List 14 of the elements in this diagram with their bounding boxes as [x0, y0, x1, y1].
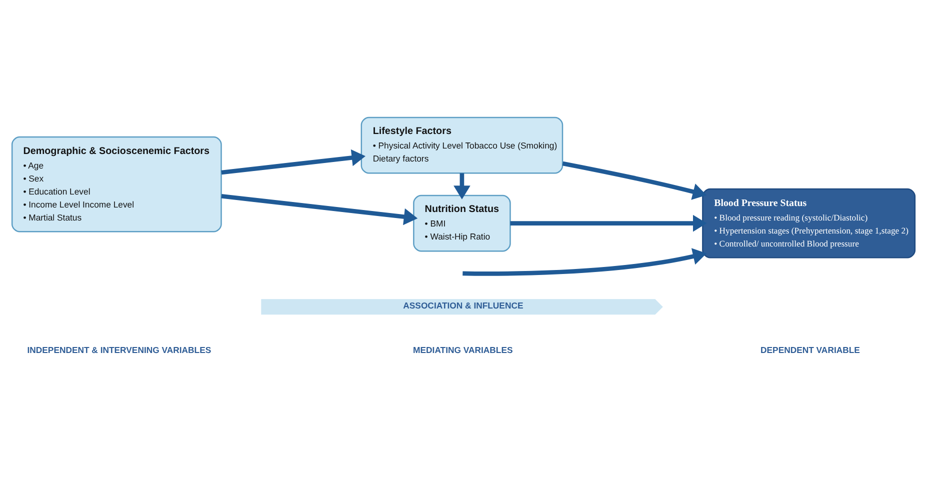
node-box: Lifestyle Factors • Physical Activity Level Tobacco Use (Smoking) Dietary factors	[360, 116, 564, 174]
label: INDEPENDENT & INTERVENING VARIABLES	[27, 345, 212, 356]
arrow	[562, 161, 707, 200]
arrow	[510, 214, 707, 232]
arrow	[454, 173, 470, 200]
node-box: Nutrition Status • BMI • Waist-Hip Ratio	[413, 194, 511, 252]
arrow	[221, 149, 366, 175]
label: ASSOCIATION & INFLUENCE	[403, 300, 524, 310]
label: DEPENDENT VARIABLE	[760, 345, 860, 356]
arrow	[462, 248, 707, 276]
node-box: Blood Pressure Status • Blood pressure reading (systolic/Diastolic) • Hypertension stages (Prehypertension, stage 1,stage 2) • Controlled/ uncontrolled Blood pressure	[702, 188, 916, 258]
node-box: Demographic & Socioscenemic Factors • Age • Sex • Education Level • Income Level Income Level • Martial Status	[11, 136, 222, 232]
label: MEDIATING VARIABLES	[413, 345, 513, 356]
arrow	[221, 194, 418, 226]
